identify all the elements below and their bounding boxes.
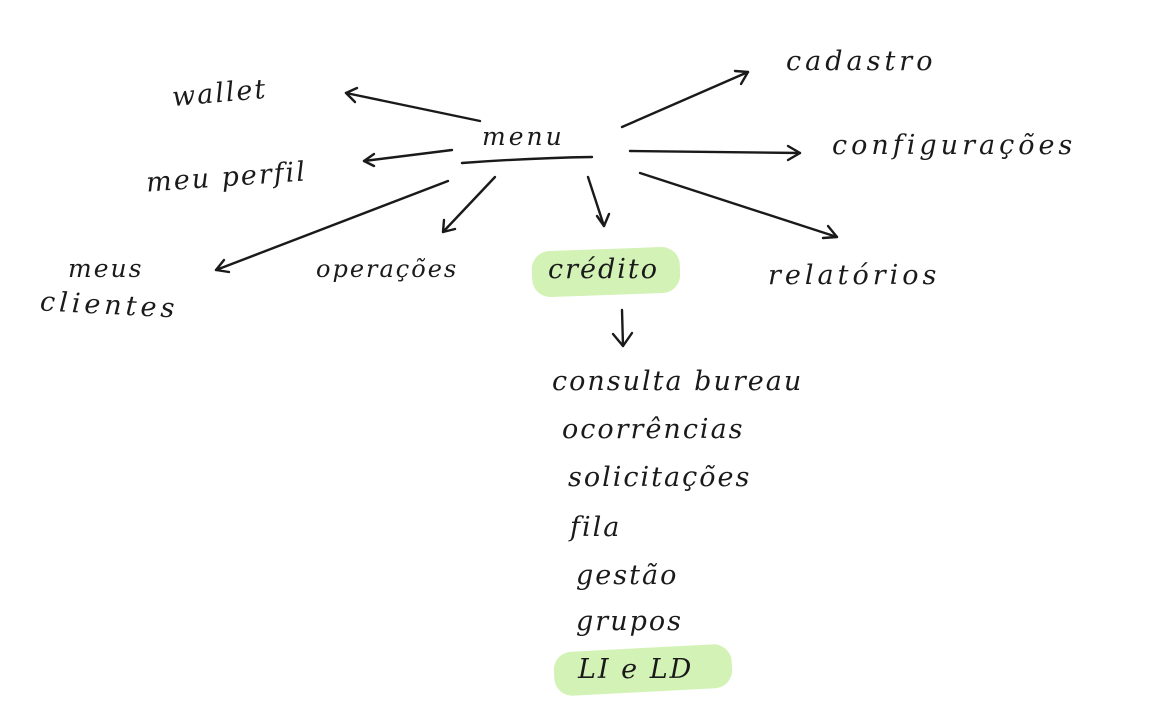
- credito-item-gestao: gestão: [576, 560, 679, 591]
- arrowhead-credito: [595, 212, 611, 228]
- arrowhead-cadastro: [733, 69, 750, 86]
- arrowhead-wallet: [344, 86, 359, 104]
- branch-credito: crédito: [548, 254, 660, 285]
- arrow-to-cadastro: [620, 70, 750, 129]
- arrowhead-meu-perfil: [362, 152, 376, 168]
- arrowhead-relatorios: [821, 224, 839, 240]
- credito-item-grupos: grupos: [576, 606, 683, 637]
- arrow-to-meus-clientes: [214, 179, 450, 272]
- arrowhead-meus-clientes: [214, 258, 231, 274]
- arrowhead-operacoes: [441, 218, 457, 234]
- credito-item-li-ld: LI e LD: [578, 654, 694, 685]
- branch-relatorios: relatórios: [768, 260, 941, 291]
- branch-meus-clientes-line1: meus: [68, 254, 144, 283]
- branch-wallet: wallet: [170, 73, 269, 114]
- arrow-to-meu-perfil: [362, 148, 454, 163]
- branch-meus-clientes-line2: clientes: [39, 286, 180, 325]
- arrow-to-relatorios: [638, 171, 839, 239]
- branch-operacoes: operações: [316, 255, 459, 283]
- credito-item-ocorrencias: ocorrências: [562, 414, 745, 445]
- arrow-credito-to-list: [620, 308, 625, 348]
- credito-item-fila: fila: [570, 512, 622, 543]
- arrow-to-credito: [586, 175, 606, 228]
- menu-underline: [460, 155, 594, 165]
- arrowhead-credito-list: [611, 331, 634, 348]
- branch-cadastro: cadastro: [786, 46, 937, 77]
- arrow-to-configuracoes: [628, 149, 802, 155]
- arrow-to-wallet: [344, 91, 482, 123]
- center-menu: menu: [482, 122, 565, 151]
- arrowhead-configuracoes: [786, 144, 802, 162]
- credito-item-consulta-bureau: consulta bureau: [552, 366, 804, 397]
- arrow-to-operacoes: [441, 175, 497, 234]
- credito-item-solicitacoes: solicitações: [568, 462, 752, 493]
- branch-configuracoes: configurações: [832, 130, 1077, 161]
